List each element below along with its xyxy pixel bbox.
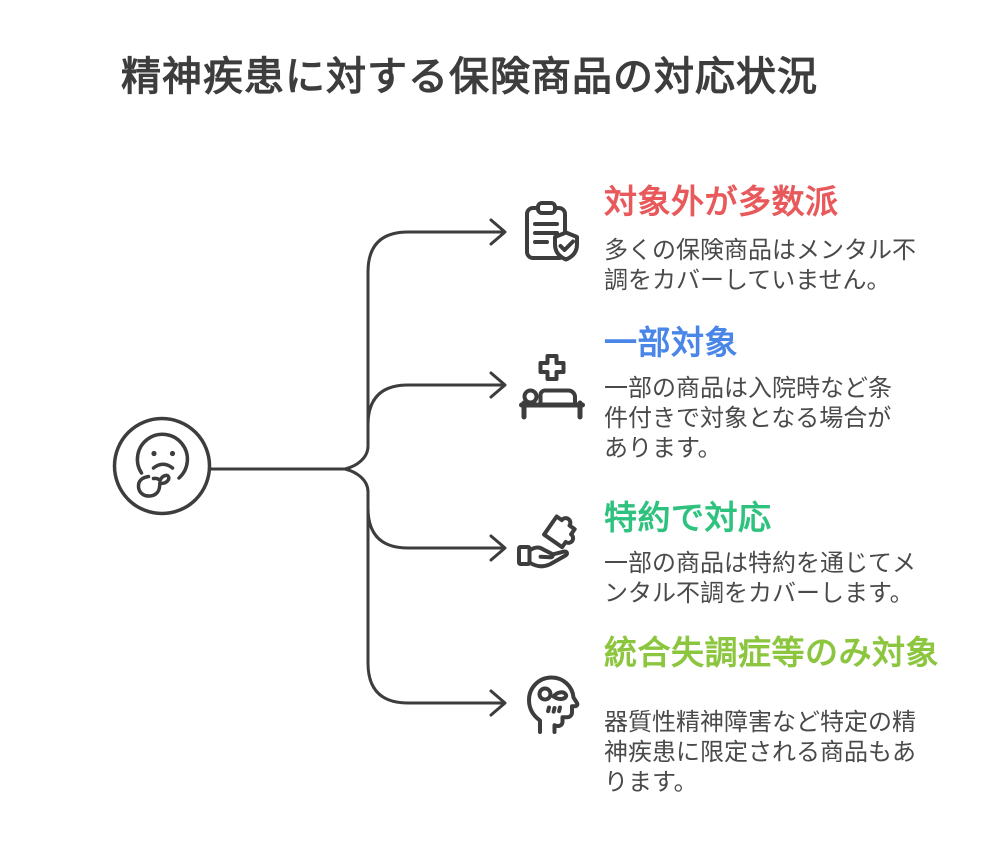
item-description-1: 多くの保険商品はメンタル不調をカバーしていません。	[604, 236, 916, 294]
head-mind-strokes	[527, 675, 580, 734]
arrowhead-1	[489, 218, 507, 246]
head-mind-icon	[527, 675, 580, 734]
hand-puzzle-strokes	[517, 514, 577, 569]
page-title: 精神疾患に対する保険商品の対応状況	[121, 54, 818, 100]
hospital-bed-icon	[519, 354, 585, 420]
item-description-2: 一部の商品は入院時など条件付きで対象となる場合があります。	[604, 374, 892, 462]
hospital-bed-strokes	[519, 354, 585, 420]
arrowhead-2	[489, 371, 507, 399]
item-title-3: 特約で対応	[604, 498, 772, 537]
branch-line-2	[366, 383, 504, 427]
arrowhead-4	[489, 689, 507, 717]
clipboard-shield-icon	[525, 201, 579, 262]
item-title-4: 統合失調症等のみ対象	[604, 633, 939, 672]
branch-line-1	[343, 230, 504, 471]
hand-puzzle-icon	[517, 514, 577, 569]
clipboard-shield-strokes	[525, 201, 579, 262]
arrowhead-3	[489, 534, 507, 562]
item-description-4: 器質性精神障害など特定の精神疾患に限定される商品もあります。	[604, 708, 916, 796]
branch-line-4	[343, 467, 504, 705]
branch-line-3	[366, 506, 504, 550]
thinking-face-strokes	[112, 416, 212, 516]
item-title-1: 対象外が多数派	[604, 182, 839, 221]
item-description-3: 一部の商品は特約を通じてメンタル不調をカバーします。	[604, 549, 916, 607]
item-title-2: 一部対象	[604, 323, 738, 362]
thinking-face-icon	[112, 416, 212, 516]
branch-connector-strokes	[208, 218, 507, 717]
